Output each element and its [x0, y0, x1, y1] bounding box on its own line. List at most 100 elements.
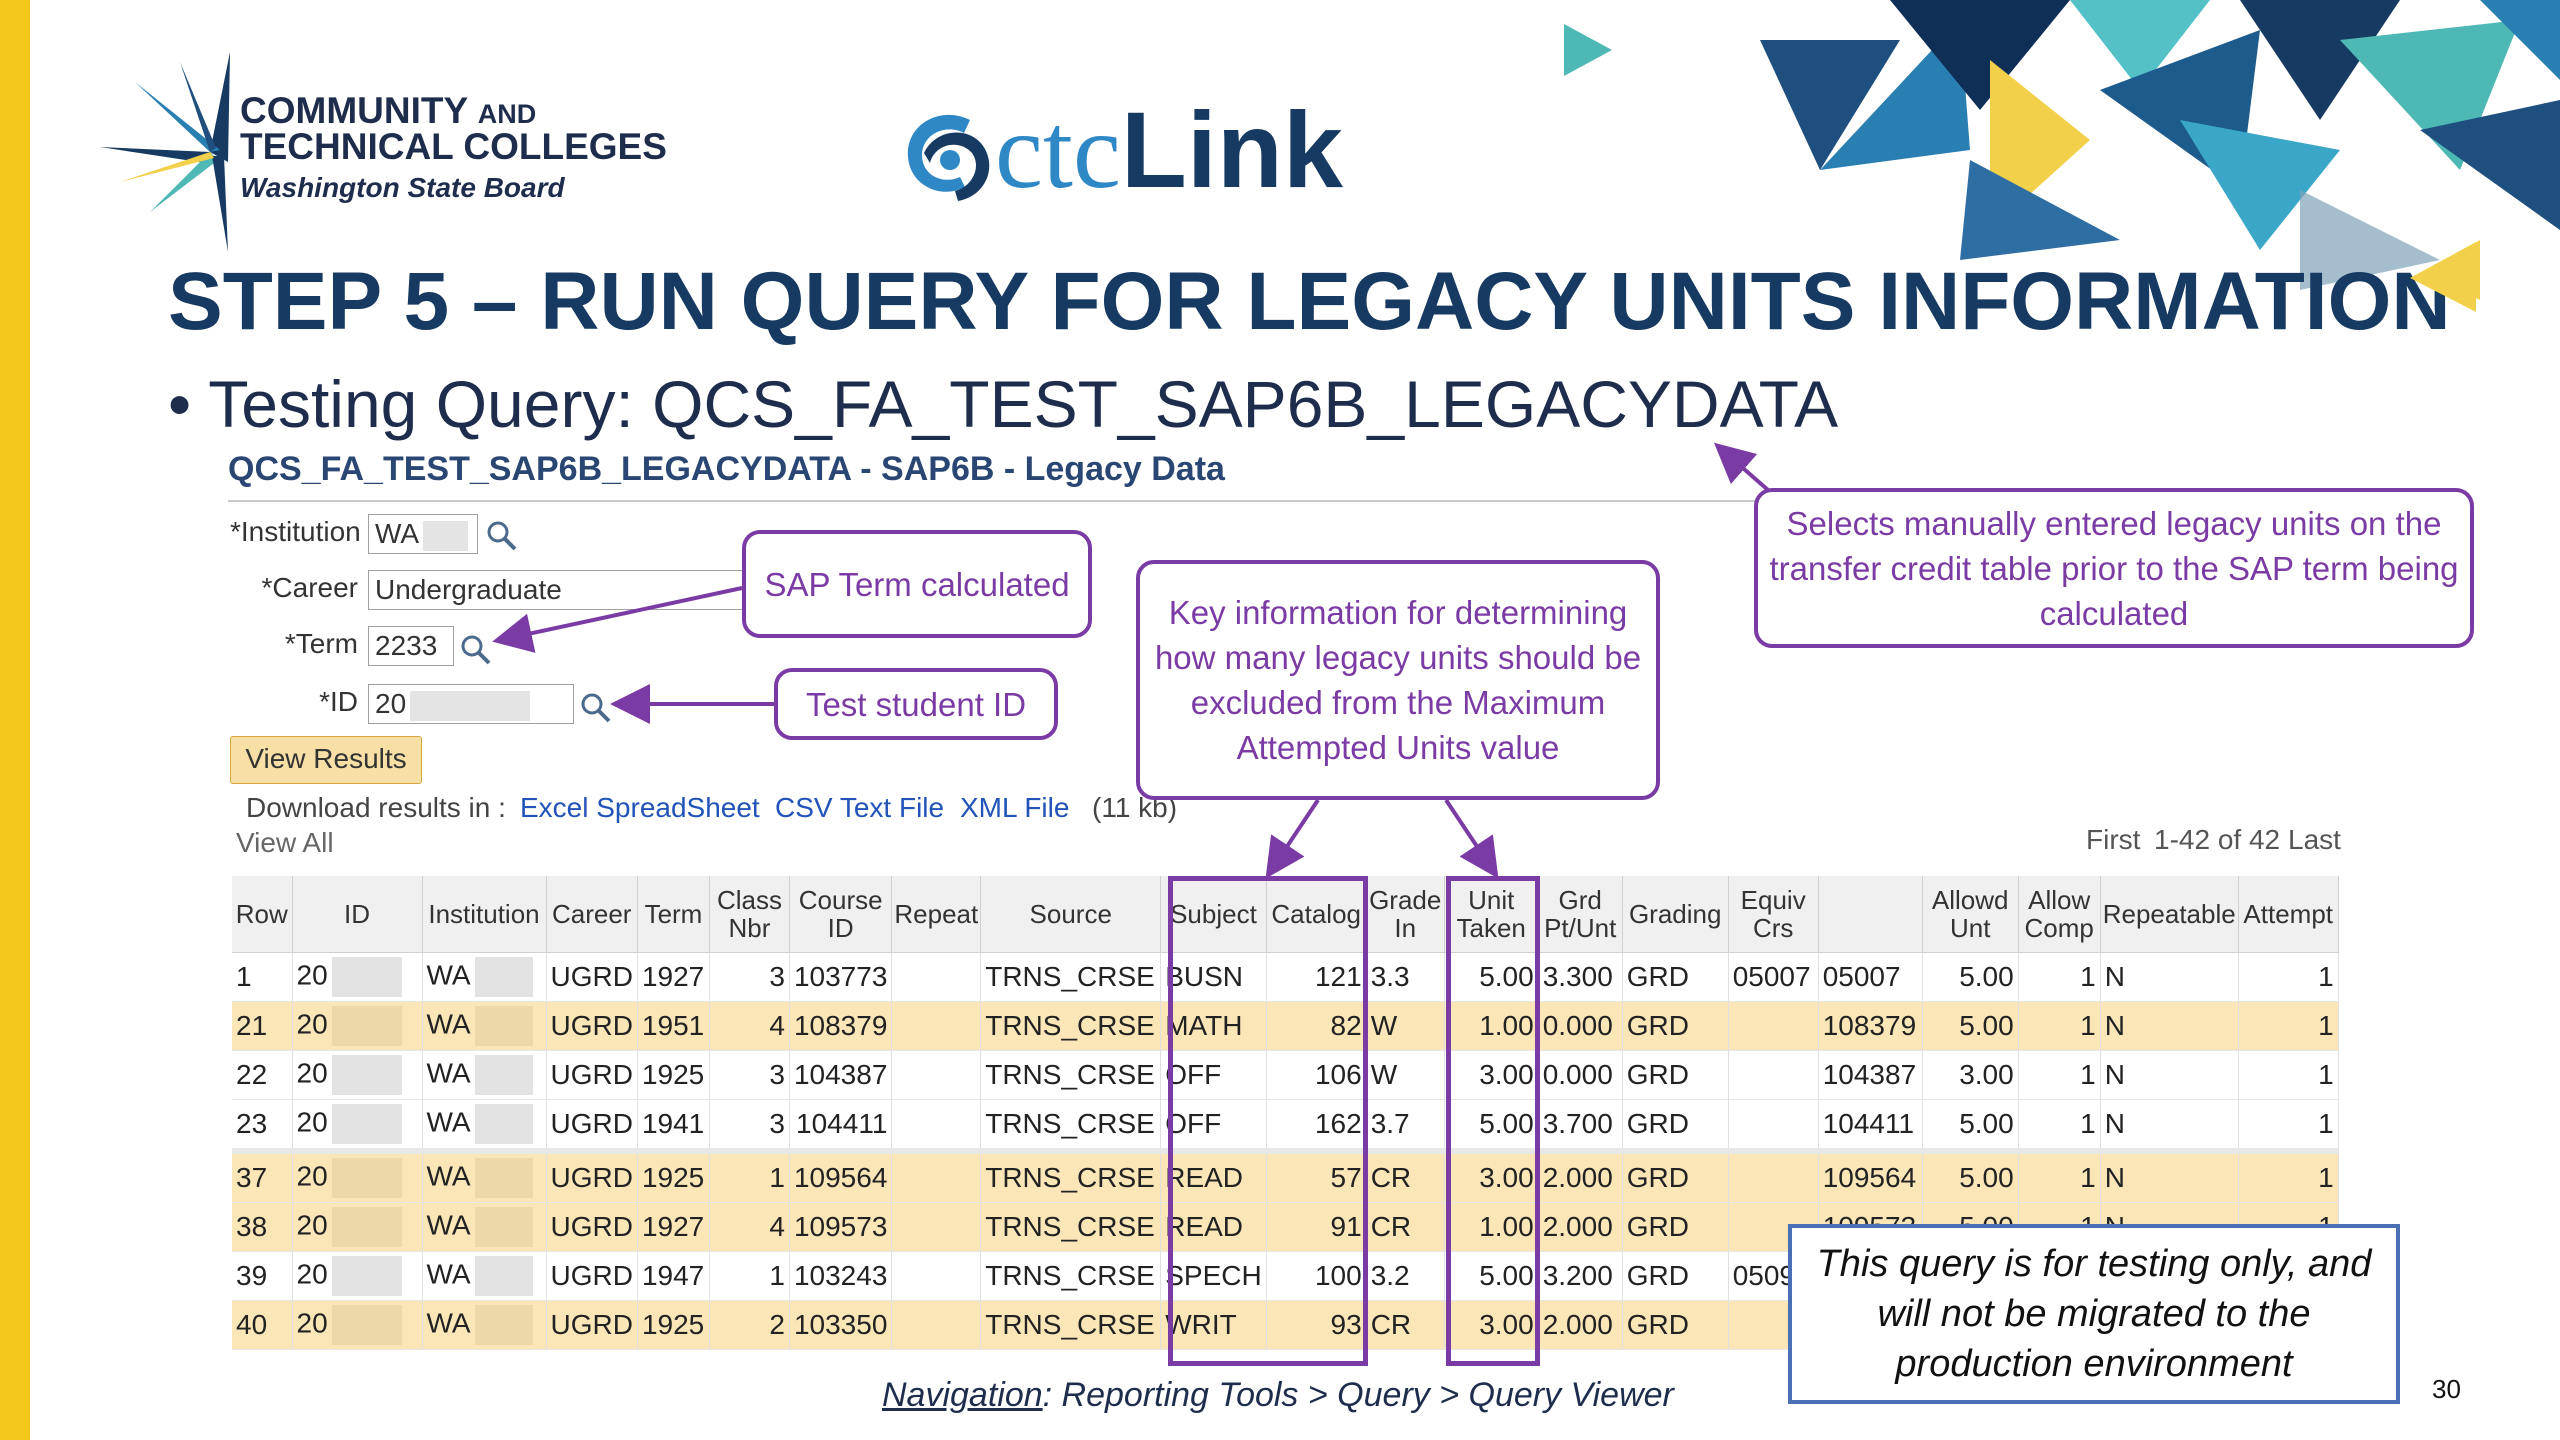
slide-number: 30	[2432, 1374, 2461, 1404]
unit-taken-highlight	[1446, 876, 1540, 1366]
cell-source: TRNS_CRSE	[980, 952, 1162, 1002]
cell-subject: READ	[1160, 1148, 1267, 1203]
redacted-value	[331, 957, 402, 997]
small-teal-triangle	[1564, 24, 1612, 76]
column-header[interactable]: Repeat	[891, 876, 982, 953]
column-header[interactable]: Term	[637, 876, 710, 953]
column-header[interactable]: Repeatable	[2100, 876, 2239, 953]
cell-career: UGRD	[546, 1300, 638, 1350]
last-link[interactable]: Last	[2288, 824, 2341, 855]
cell-comp: 1	[2018, 952, 2101, 1002]
cell-equiv: 05007	[1728, 952, 1819, 1002]
cell-comp: 1	[2018, 1099, 2101, 1152]
cell-inst: WA	[422, 1001, 547, 1051]
cell-comp: 1	[2018, 1001, 2101, 1051]
column-header[interactable]: ID	[292, 876, 423, 953]
column-header[interactable]: Class Nbr	[709, 876, 790, 953]
cell-grdpt: 2.000	[1538, 1300, 1623, 1350]
column-header[interactable]: Course ID	[789, 876, 893, 953]
ctclink-logo: ctcLink	[995, 89, 1343, 211]
column-header[interactable]: Grd Pt/Unt	[1538, 876, 1623, 953]
cell-grading: GRD	[1622, 1099, 1729, 1152]
cell-source: TRNS_CRSE	[980, 1300, 1162, 1350]
cell-extra: 109564	[1818, 1148, 1923, 1203]
view-results-button[interactable]: View Results	[230, 736, 422, 784]
redacted-value	[474, 1104, 533, 1144]
id-lookup-icon[interactable]	[578, 690, 612, 724]
cell-comp: 1	[2018, 1050, 2101, 1100]
cell-subject: OFF	[1160, 1099, 1267, 1152]
cell-inst: WA	[422, 1202, 547, 1252]
cell-row: 37	[232, 1148, 293, 1203]
cell-career: UGRD	[546, 1099, 638, 1152]
cell-course: 109573	[789, 1202, 893, 1252]
cell-repeat	[891, 1202, 982, 1252]
csv-download-link[interactable]: CSV Text File	[775, 792, 945, 823]
column-header[interactable]: Attempt	[2238, 876, 2339, 953]
cell-grade: 3.2	[1366, 1251, 1445, 1301]
cell-grading: GRD	[1622, 1202, 1729, 1252]
column-header[interactable]: Catalog	[1266, 876, 1367, 953]
cell-repeatable: N	[2100, 1001, 2239, 1051]
cell-career: UGRD	[546, 1251, 638, 1301]
column-header[interactable]: Grading	[1622, 876, 1729, 953]
cell-class: 1	[709, 1148, 790, 1203]
column-header[interactable]: Unit Taken	[1444, 876, 1539, 953]
cell-allowd: 3.00	[1922, 1050, 2019, 1100]
cell-course: 103773	[789, 952, 893, 1002]
redacted-value	[331, 1207, 402, 1247]
column-header[interactable]: Career	[546, 876, 638, 953]
career-select[interactable]: Undergraduate	[368, 570, 748, 610]
column-header[interactable]: Allow Comp	[2018, 876, 2101, 953]
cell-grdpt: 3.700	[1538, 1099, 1623, 1152]
cell-grade: W	[1366, 1050, 1445, 1100]
cell-term: 1925	[637, 1050, 710, 1100]
cell-class: 4	[709, 1202, 790, 1252]
side-accent-bar	[0, 0, 30, 1440]
column-header[interactable]: Grade In	[1366, 876, 1445, 953]
term-lookup-icon[interactable]	[458, 632, 492, 666]
sap-term-callout: SAP Term calculated	[742, 530, 1092, 638]
redacted-value	[474, 957, 533, 997]
first-link[interactable]: First	[2086, 824, 2141, 855]
cell-grdpt: 2.000	[1538, 1148, 1623, 1203]
column-header[interactable]	[1818, 876, 1923, 953]
cell-career: UGRD	[546, 952, 638, 1002]
cell-grdpt: 3.200	[1538, 1251, 1623, 1301]
cell-grdpt: 0.000	[1538, 1050, 1623, 1100]
column-header[interactable]: Row	[232, 876, 293, 953]
term-label: *Term	[284, 628, 358, 659]
cell-comp: 1	[2018, 1148, 2101, 1203]
redacted-value	[331, 1055, 402, 1095]
cell-equiv	[1728, 1050, 1819, 1100]
cell-repeatable: N	[2100, 1050, 2239, 1100]
cell-id: 20	[292, 1202, 423, 1252]
institution-label: *Institution	[230, 516, 361, 547]
cell-catalog: 57	[1266, 1148, 1367, 1203]
xml-download-link[interactable]: XML File	[960, 792, 1070, 823]
column-header[interactable]: Subject	[1160, 876, 1267, 953]
column-header[interactable]: Source	[980, 876, 1162, 953]
cell-catalog: 162	[1266, 1099, 1367, 1152]
cell-repeat	[891, 1001, 982, 1051]
column-header[interactable]: Institution	[422, 876, 547, 953]
column-header[interactable]: Allowd Unt	[1922, 876, 2019, 953]
view-all-link[interactable]: View All	[236, 827, 334, 858]
id-input[interactable]: 20	[368, 684, 574, 724]
institution-lookup-icon[interactable]	[484, 518, 518, 552]
excel-download-link[interactable]: Excel SpreadSheet	[520, 792, 760, 823]
selects-callout: Selects manually entered legacy units on…	[1754, 488, 2474, 648]
cell-subject: OFF	[1160, 1050, 1267, 1100]
institution-input[interactable]: WA	[368, 514, 478, 554]
cell-catalog: 82	[1266, 1001, 1367, 1051]
cell-career: UGRD	[546, 1001, 638, 1051]
bullet-item: • Testing Query: QCS_FA_TEST_SAP6B_LEGAC…	[168, 367, 1839, 441]
redacted-value	[474, 1256, 533, 1296]
term-input[interactable]: 2233	[368, 626, 454, 666]
column-header[interactable]: Equiv Crs	[1728, 876, 1819, 953]
cell-row: 21	[232, 1001, 293, 1051]
cell-row: 1	[232, 952, 293, 1002]
cell-course: 104387	[789, 1050, 893, 1100]
cell-row: 40	[232, 1300, 293, 1350]
